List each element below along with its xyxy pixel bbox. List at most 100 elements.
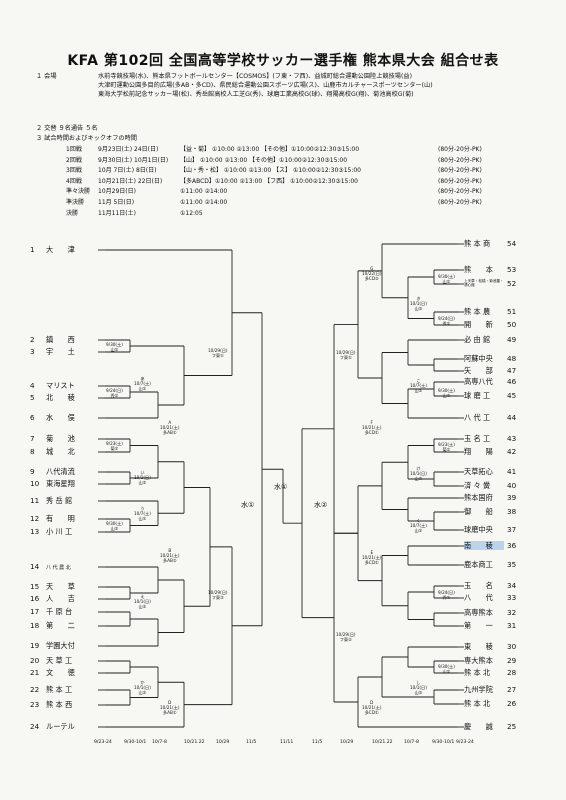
block-note: け 10/1(日) 山② <box>410 466 427 481</box>
team-name: 済 々 黌 <box>464 481 491 490</box>
match-note: 9/30(土) 山① <box>106 342 123 352</box>
team-number: 5 <box>30 393 35 402</box>
team-number: 18 <box>30 621 40 630</box>
semi-venue-left: 水① <box>241 501 255 509</box>
block-note: D 10/21(土) 多AB① <box>160 700 180 715</box>
footer-date: 9/23-24 <box>456 740 474 745</box>
team-name: 第 二 <box>46 621 75 630</box>
team-number: 17 <box>30 607 40 616</box>
schedule-format: (80分-20分-PK) <box>438 156 482 164</box>
block-note: え 10/1(日) 山② <box>134 594 151 609</box>
schedule-date: 11月11日(土) <box>98 209 136 217</box>
footer-date: 10/21.22 <box>184 740 205 745</box>
schedule-format: (80分-20分-PK) <box>438 167 482 175</box>
schedule-date: 11月 5日(日) <box>98 199 135 206</box>
block-note: F 10/21(土) 多CD① <box>362 420 382 435</box>
team-name: 球 磨 工 <box>464 391 491 400</box>
team-number: 48 <box>507 354 517 363</box>
footer-date: 10/21.22 <box>372 740 393 745</box>
team-number: 15 <box>30 582 40 591</box>
team-name: 高専熊本 <box>464 608 493 617</box>
team-name: 熊 本 工 <box>46 685 73 694</box>
team-name: 熊 本 西 <box>46 700 73 709</box>
team-number: 53 <box>507 265 517 274</box>
block-note: G 10/22(日) 多CD② <box>362 266 382 281</box>
team-name: 八 代 工 <box>464 413 491 422</box>
team-number: 40 <box>507 481 517 490</box>
team-number: 2 <box>30 335 35 344</box>
team-name: 東海星翔 <box>46 479 75 488</box>
match-note: 10/29(日) フ東① <box>208 348 228 358</box>
venue-line-2: 大津町運動公園多目的広場(多AB・多CD)、県民総合運動公園スポーツ広場(ス)、… <box>98 82 433 89</box>
team-name: 北 稜 <box>46 393 75 402</box>
team-number: 46 <box>507 377 517 386</box>
team-number: 34 <box>507 581 517 590</box>
team-number: 44 <box>507 413 517 422</box>
block-note: B 10/21(土) 多AB② <box>160 548 180 563</box>
team-name: 玉 名 工 <box>464 434 491 443</box>
schedule-round: 決勝 <box>66 209 79 217</box>
schedule-date: 10月 7日(土) 8日(日) <box>98 167 157 175</box>
team-name: ルーテル <box>46 722 75 731</box>
schedule-date: 10月21日(土) 22日(日) <box>98 177 163 185</box>
team-number: 16 <box>30 594 40 603</box>
left-team-entry: 5 北 稜 <box>30 393 75 402</box>
team-number: 12 <box>30 514 40 523</box>
team-number: 6 <box>30 413 35 422</box>
block-note: く 10/7(土) 山① <box>410 518 427 533</box>
team-number: 47 <box>507 366 517 375</box>
venue-line-3: 東海大学松前記念サッカー場(松)、秀岳館高校人工芝G(秀)、球磨工業高校G(球)… <box>98 91 414 98</box>
team-number: 51 <box>507 307 517 316</box>
schedule-heading: ３ 試合時間およびキックオフの時間 <box>36 135 137 142</box>
team-name: 熊 本 農 <box>464 307 491 316</box>
match-note: 9/23(土) 菊① <box>438 442 455 452</box>
team-name: 慶 誠 <box>464 722 493 731</box>
team-number: 13 <box>30 527 40 536</box>
schedule-round: 1回戦 <box>66 146 82 153</box>
team-number: 35 <box>507 560 517 569</box>
page-title: KFA 第102回 全国高等学校サッカー選手権 熊本県大会 組合せ表 <box>67 53 499 69</box>
schedule-date: 9月30日(土) 10月1日(日) <box>98 156 169 164</box>
team-number: 45 <box>507 391 517 400</box>
team-name: 水 俣 <box>46 413 75 422</box>
team-name: 必 由 館 <box>464 335 491 344</box>
block-note: D 10/21(土) 多CD① <box>362 700 382 715</box>
team-name: 開 新 <box>464 320 493 329</box>
team-number: 54 <box>507 239 517 248</box>
team-number: 26 <box>507 699 517 708</box>
team-name: 天草拓心 <box>464 467 493 476</box>
match-note: 9/30(土) 山② <box>438 388 455 398</box>
match-note: 9/24(日) 秀① <box>438 590 455 600</box>
team-name: 矢 部 <box>464 366 493 375</box>
right-team-entry: 八 代 工 44 <box>464 413 521 422</box>
exchange-rule: ２ 交替 ９名通告 ５名 <box>36 125 98 132</box>
team-number: 1 <box>30 245 35 254</box>
team-name: 御 船 <box>464 507 493 516</box>
block-note: う 10/7(土) 山① <box>134 506 151 521</box>
block-note: E 10/21(土) 多CD① <box>362 550 382 565</box>
team-number: 30 <box>507 642 517 651</box>
team-name: 熊 本 北 <box>464 668 491 677</box>
team-name: 天 草 工 <box>46 656 73 665</box>
block-note: こ 10/7(土) 山① <box>410 378 427 393</box>
team-name: 九州学院 <box>464 685 493 694</box>
team-name: 熊 本 商 <box>464 239 491 248</box>
final-venue: 水① <box>274 483 288 491</box>
schedule-venues: ①11:00 ②14:00 <box>180 188 228 196</box>
block-note: し 10/1(日) 山② <box>410 680 427 695</box>
